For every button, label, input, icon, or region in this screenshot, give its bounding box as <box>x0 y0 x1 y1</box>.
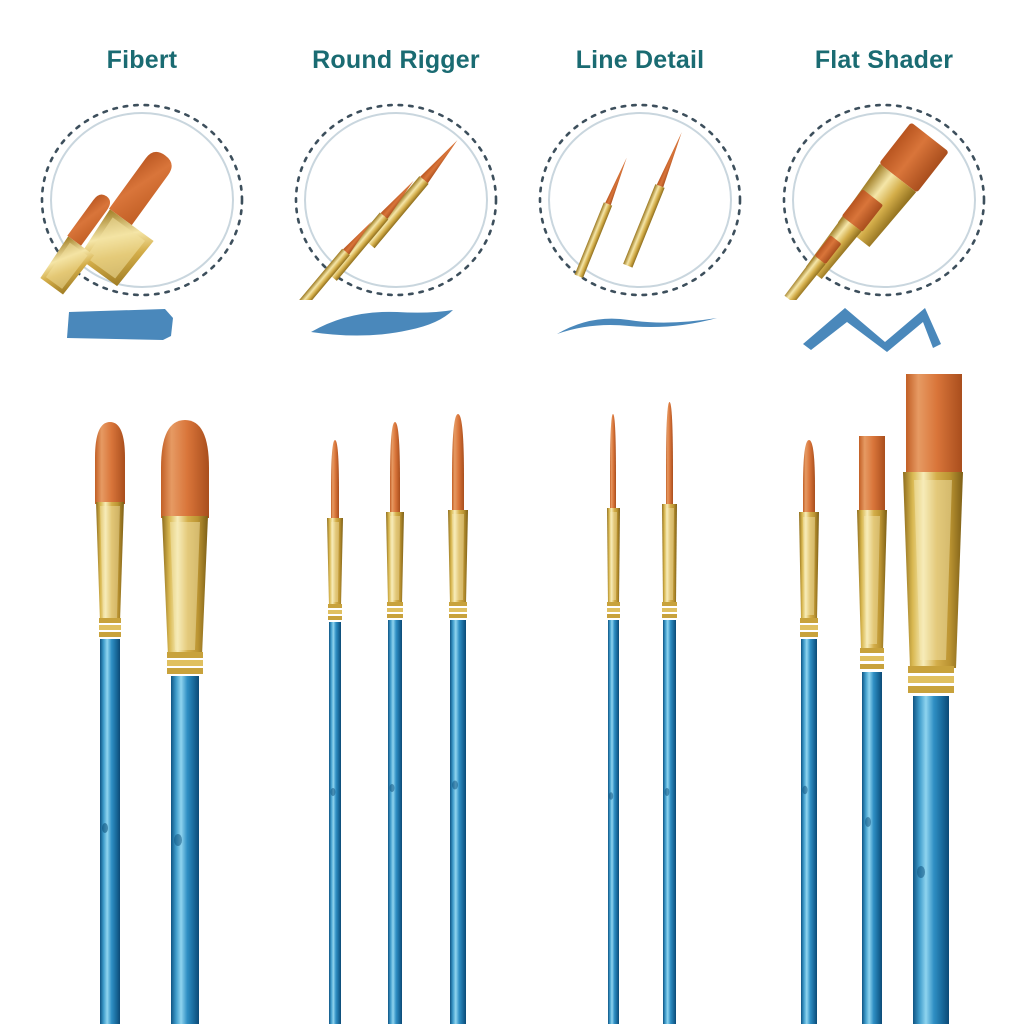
brush-type-panels: Fibert <box>0 0 1024 370</box>
round-brush-medium <box>386 422 404 1024</box>
paint-stroke-flat-block <box>47 296 237 358</box>
round-brush-small <box>327 440 343 1024</box>
dashed-circle-flat-shader <box>780 100 988 300</box>
filbert-brush-large <box>161 420 209 1024</box>
panel-flat-shader[interactable]: Flat Shader <box>756 0 1012 370</box>
brush-lineup <box>0 360 1024 1024</box>
panel-title-flat-shader: Flat Shader <box>814 46 954 74</box>
panel-round-rigger[interactable]: Round Rigger <box>268 0 524 370</box>
liner-brush-large <box>662 402 677 1024</box>
panel-filbert[interactable]: Fibert <box>14 0 270 370</box>
dashed-circle-filbert <box>38 100 246 300</box>
paint-stroke-zigzag <box>789 296 979 358</box>
panel-line-detail[interactable]: Line Detail <box>512 0 768 370</box>
paint-stroke-tapered-curve <box>301 296 491 358</box>
flat-brush-medium <box>857 436 887 1024</box>
panel-title-line-detail: Line Detail <box>575 46 705 74</box>
filbert-brush-small <box>95 422 125 1024</box>
panel-title-round-rigger: Round Rigger <box>312 46 480 74</box>
panel-title-filbert: Fibert <box>106 46 178 74</box>
dashed-circle-round-rigger <box>292 100 500 300</box>
paint-stroke-thin-wave <box>545 296 735 358</box>
dashed-circle-line-detail <box>536 100 744 300</box>
liner-brush-small <box>607 414 620 1024</box>
brush-lineup-svg <box>95 374 963 1024</box>
flat-brush-large <box>903 374 963 1024</box>
round-brush-large <box>448 414 468 1024</box>
flat-brush-small <box>799 440 819 1024</box>
